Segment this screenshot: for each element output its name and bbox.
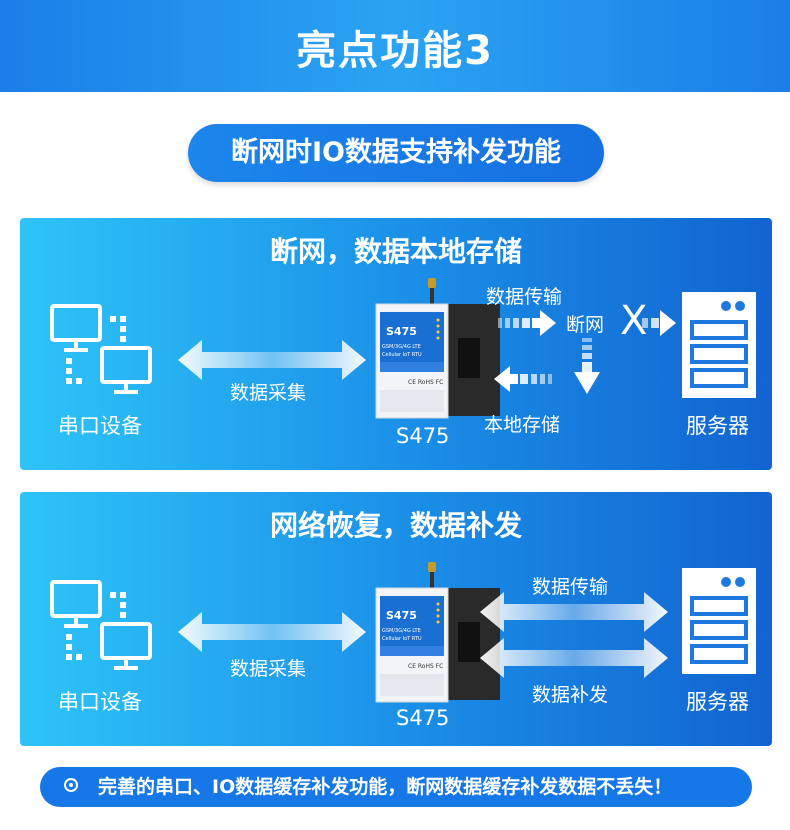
server-icon bbox=[682, 568, 756, 674]
s475-device-image: S475 GSM/3G/4G LTE Cellular IoT RTU CE R… bbox=[375, 562, 500, 703]
device-label: S475 bbox=[396, 706, 450, 730]
panel-title: 断网，数据本地存储 bbox=[269, 235, 522, 268]
page-title: 亮点功能3 bbox=[296, 28, 494, 74]
panel-title: 网络恢复，数据补发 bbox=[269, 509, 522, 542]
data-transfer-label: 数据传输 bbox=[532, 576, 609, 598]
device-network-text: GSM/3G/4G LTE bbox=[382, 628, 421, 634]
feature-summary-text: 完善的串口、IO数据缓存补发功能，断网数据缓存补发数据不丢失！ bbox=[98, 776, 673, 798]
device-model-text: S475 bbox=[386, 609, 417, 622]
serial-device-icon bbox=[50, 304, 152, 394]
serial-device-icon bbox=[50, 580, 152, 670]
bidirectional-arrow-icon bbox=[178, 340, 366, 380]
offline-storage-panel: 断网，数据本地存储 串口设备 数据采集 S475 GSM/3G/ bbox=[20, 218, 772, 470]
server-label: 服务器 bbox=[686, 414, 749, 438]
header-banner: 亮点功能3 bbox=[0, 0, 790, 92]
data-collect-label: 数据采集 bbox=[230, 382, 307, 404]
left-arrow-icon bbox=[494, 366, 552, 392]
offline-label: 断网 bbox=[566, 314, 605, 336]
down-arrow-icon bbox=[574, 338, 600, 394]
device-cert-text: CE RoHS FC bbox=[408, 379, 443, 386]
server-label: 服务器 bbox=[686, 690, 749, 714]
blocked-arrow-icon bbox=[642, 310, 676, 336]
feature-subtitle-pill: 断网时IO数据支持补发功能 bbox=[188, 124, 604, 182]
device-type-text: Cellular IoT RTU bbox=[382, 352, 422, 358]
server-icon bbox=[682, 292, 756, 398]
data-transfer-label: 数据传输 bbox=[486, 286, 563, 308]
bidirectional-arrow-icon bbox=[480, 638, 668, 678]
bidirectional-arrow-icon bbox=[178, 612, 366, 652]
local-storage-label: 本地存储 bbox=[484, 414, 561, 436]
data-resend-label: 数据补发 bbox=[532, 684, 609, 706]
device-cert-text: CE RoHS FC bbox=[408, 663, 443, 670]
right-arrow-icon bbox=[498, 310, 556, 336]
feature-summary-bar: 完善的串口、IO数据缓存补发功能，断网数据缓存补发数据不丢失！ bbox=[40, 767, 752, 807]
radio-dot-icon bbox=[64, 778, 78, 792]
bidirectional-arrow-icon bbox=[480, 592, 668, 632]
device-label: S475 bbox=[396, 424, 450, 448]
device-type-text: Cellular IoT RTU bbox=[382, 636, 422, 642]
s475-device-image: S475 GSM/3G/4G LTE Cellular IoT RTU CE R… bbox=[375, 278, 500, 419]
device-model-text: S475 bbox=[386, 325, 417, 338]
serial-device-label: 串口设备 bbox=[58, 414, 142, 438]
network-restore-panel: 网络恢复，数据补发 串口设备 数据采集 S475 GSM/3G/4G LTE C… bbox=[20, 492, 772, 746]
serial-device-label: 串口设备 bbox=[58, 690, 142, 714]
device-network-text: GSM/3G/4G LTE bbox=[382, 344, 421, 350]
data-collect-label: 数据采集 bbox=[230, 658, 307, 680]
